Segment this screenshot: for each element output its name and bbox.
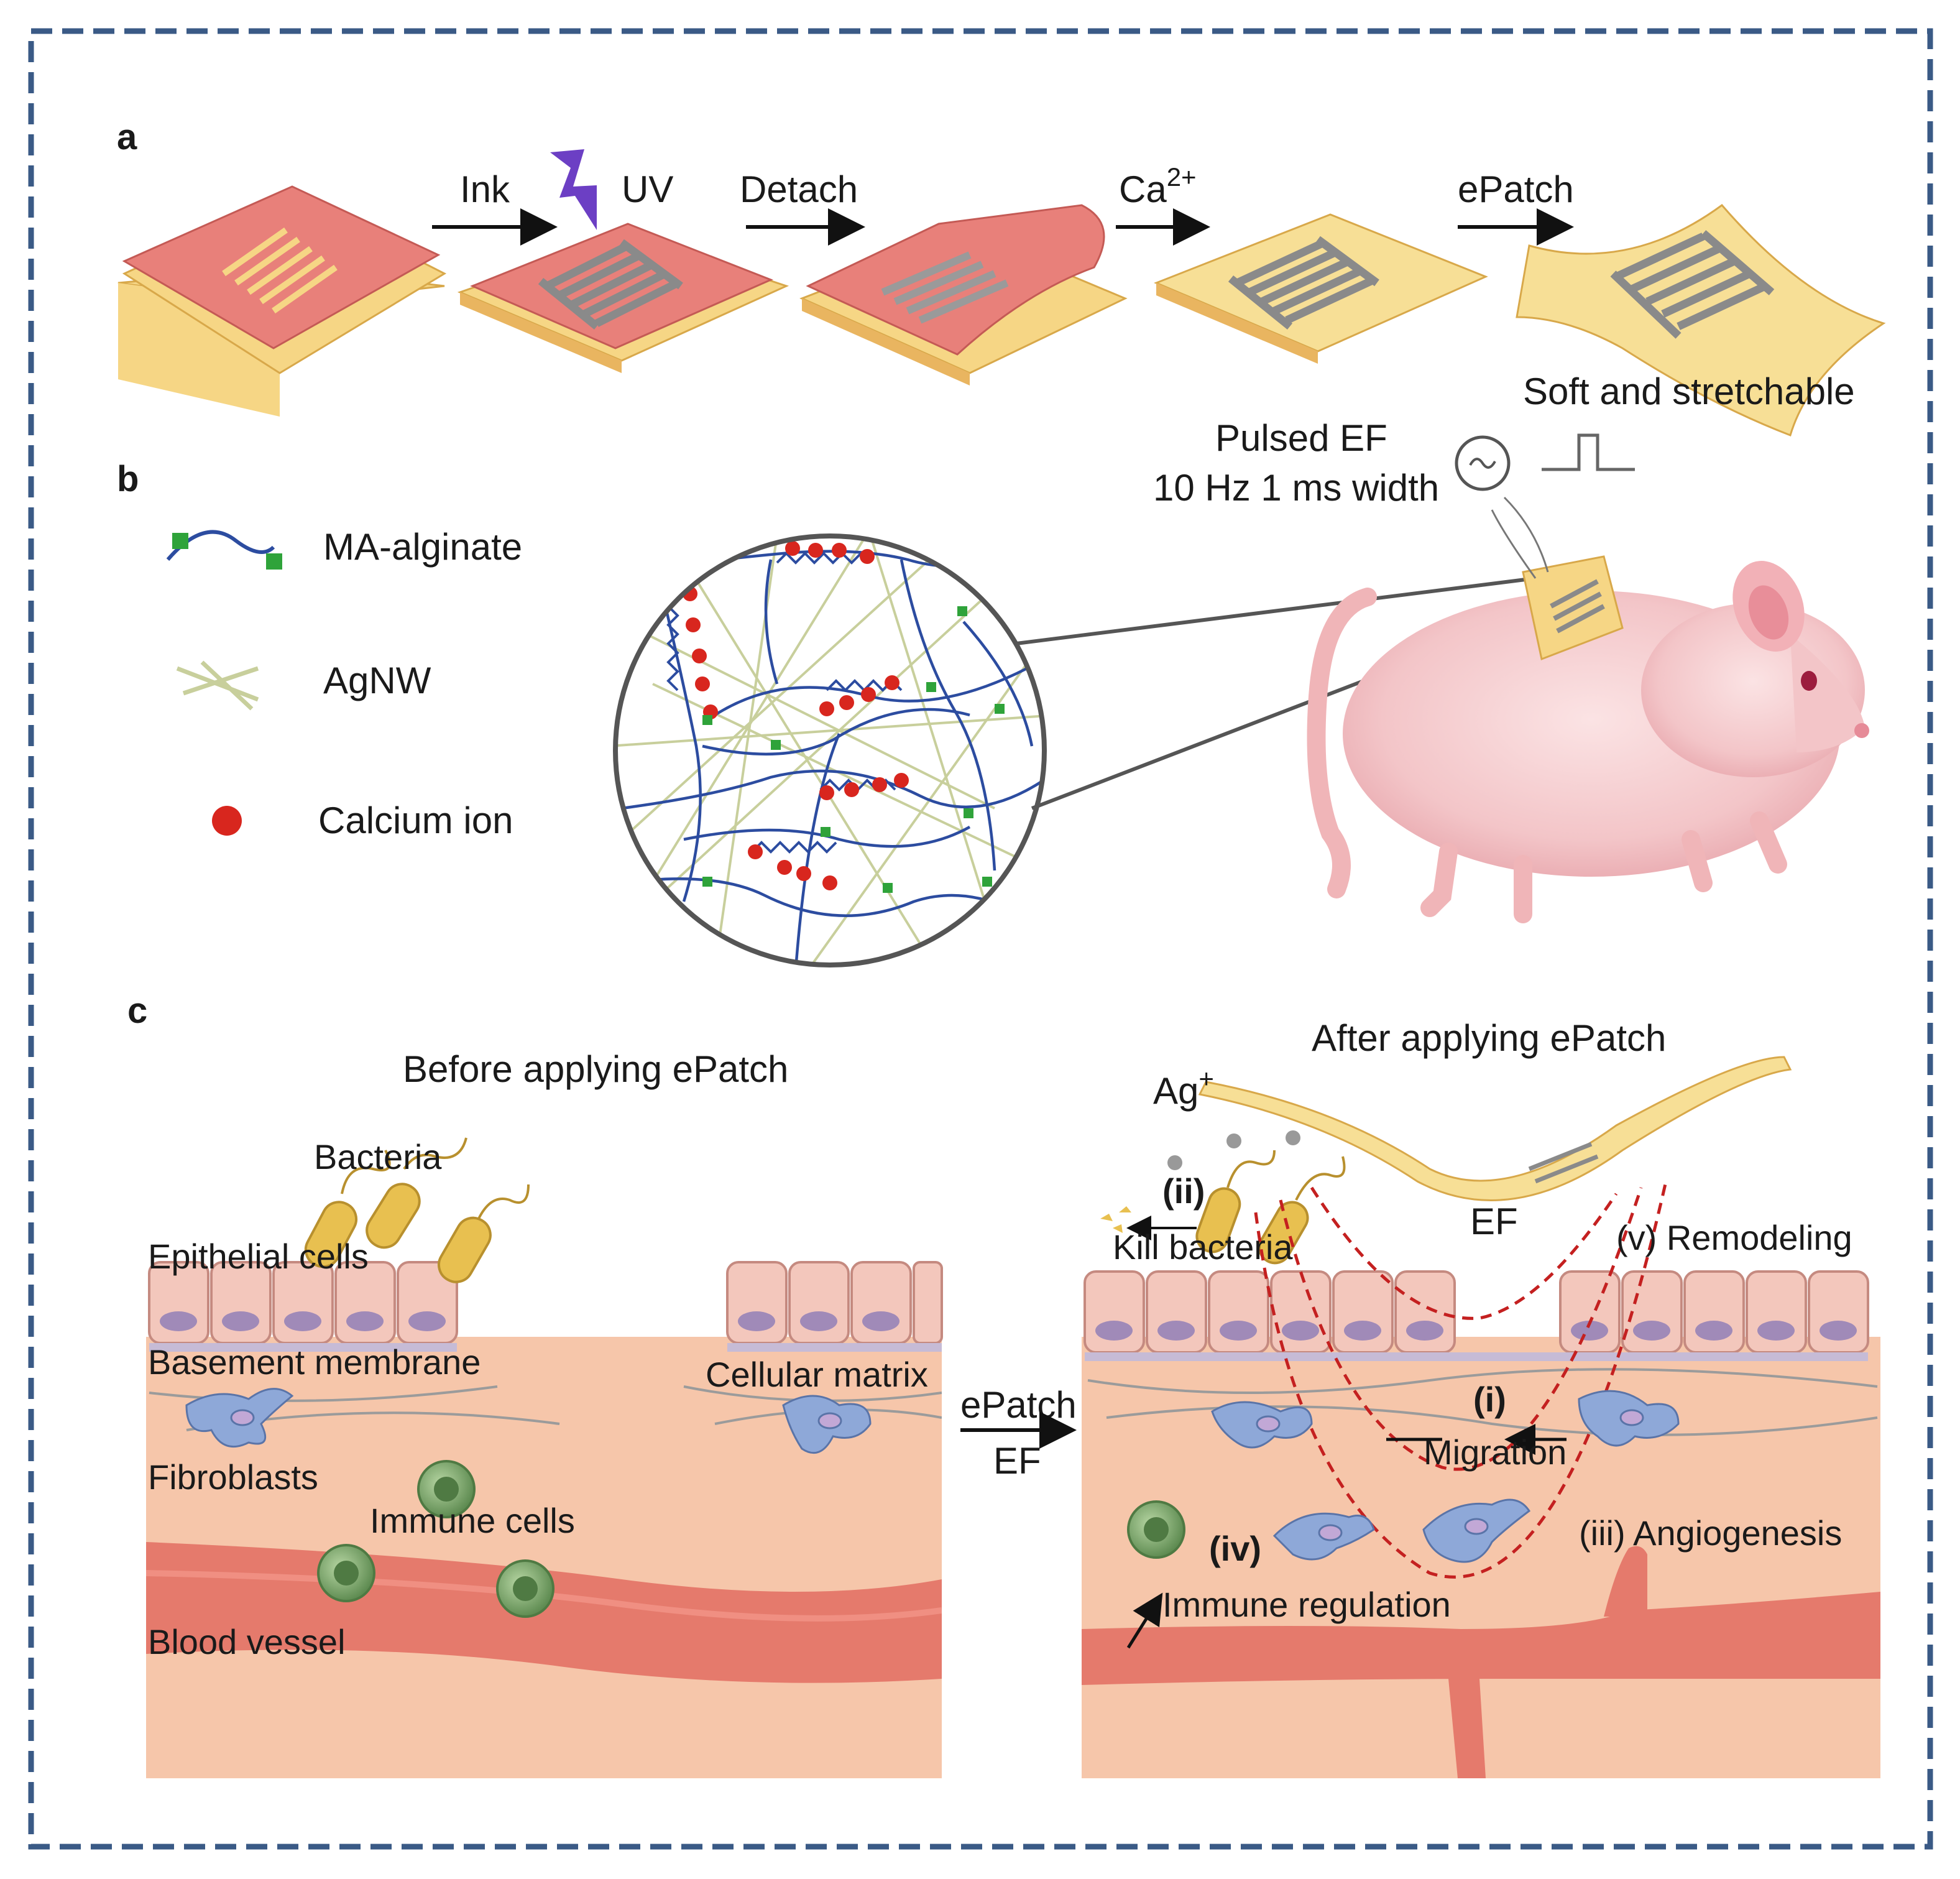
label-ag-ion: Ag+ — [1153, 1064, 1214, 1112]
legend-ma-alginate: MA-alginate — [323, 526, 522, 568]
step2-uv — [457, 223, 789, 373]
before-title: Before applying ePatch — [403, 1048, 788, 1090]
step-label-ca: Ca2+ — [1119, 162, 1197, 210]
label-basement-membrane: Basement membrane — [148, 1342, 481, 1382]
transition-ef: EF — [993, 1440, 1041, 1482]
step-label-uv: UV — [622, 169, 673, 210]
legend-calcium-icon — [212, 806, 242, 836]
label-bacteria: Bacteria — [314, 1137, 442, 1176]
label-cellular-matrix: Cellular matrix — [706, 1355, 928, 1394]
network-zoom-circle — [613, 533, 1047, 967]
tissue-before — [146, 1337, 942, 1778]
epithelial-cells-right — [1084, 1270, 1869, 1361]
panel-b-label: b — [117, 459, 139, 499]
bacteria-right — [1100, 1150, 1346, 1265]
immune-cells-left — [317, 1460, 554, 1618]
figure-frame — [28, 28, 1933, 1850]
label-kill-bacteria: Kill bacteria — [1113, 1227, 1293, 1267]
label-remodeling: (v) Remodeling — [1616, 1218, 1852, 1257]
step-label-epatch: ePatch — [1458, 169, 1574, 210]
panel-a-label: a — [117, 117, 137, 157]
label-ef: EF — [1470, 1201, 1518, 1242]
label-i: (i) — [1473, 1380, 1506, 1419]
step1-layers — [117, 185, 447, 417]
fibroblasts-right — [1211, 1390, 1680, 1563]
fibroblast-left — [185, 1388, 872, 1454]
label-angiogenesis: (iii) Angiogenesis — [1579, 1513, 1842, 1553]
rat-illustration — [1307, 496, 1869, 923]
label-immune-cells: Immune cells — [370, 1501, 575, 1540]
after-title: After applying ePatch — [1312, 1017, 1666, 1059]
step4-substrate — [1154, 213, 1488, 364]
pulsed-ef-line2: 10 Hz 1 ms width — [1153, 467, 1439, 509]
zoom-line-top — [1016, 576, 1536, 645]
step-label-detach: Detach — [740, 169, 858, 210]
label-blood-vessel: Blood vessel — [148, 1622, 346, 1661]
transition-epatch: ePatch — [960, 1384, 1077, 1426]
label-ii: (ii) — [1162, 1171, 1205, 1211]
label-migration: Migration — [1424, 1433, 1567, 1472]
pulsed-ef-line1: Pulsed EF — [1215, 417, 1387, 459]
panel-c-label: c — [127, 990, 147, 1031]
bacteria-left — [304, 1137, 530, 1283]
pulse-waveform-icon — [1542, 433, 1635, 471]
legend-agnw-icon — [176, 660, 259, 711]
epithelial-cells-left — [148, 1261, 943, 1352]
label-fibroblasts: Fibroblasts — [148, 1457, 318, 1497]
step3-detach — [799, 204, 1128, 385]
ag-ions — [1167, 1130, 1300, 1170]
label-immune-regulation: Immune regulation — [1162, 1585, 1451, 1624]
immune-cell-right — [1127, 1500, 1185, 1559]
label-epithelial-cells: Epithelial cells — [148, 1237, 369, 1276]
legend-calcium-ion: Calcium ion — [318, 800, 513, 841]
step5-epatch — [1516, 203, 1886, 436]
epatch-strip-right — [1198, 1056, 1792, 1201]
label-iv: (iv) — [1209, 1529, 1261, 1568]
legend-ma-alginate-icon — [166, 530, 282, 570]
step-label-ink: Ink — [460, 169, 510, 210]
legend-agnw: AgNW — [323, 660, 431, 701]
uv-lightning-icon — [550, 149, 597, 230]
caption-soft-stretchable: Soft and stretchable — [1523, 371, 1855, 412]
immune-arrow — [1126, 1592, 1163, 1649]
